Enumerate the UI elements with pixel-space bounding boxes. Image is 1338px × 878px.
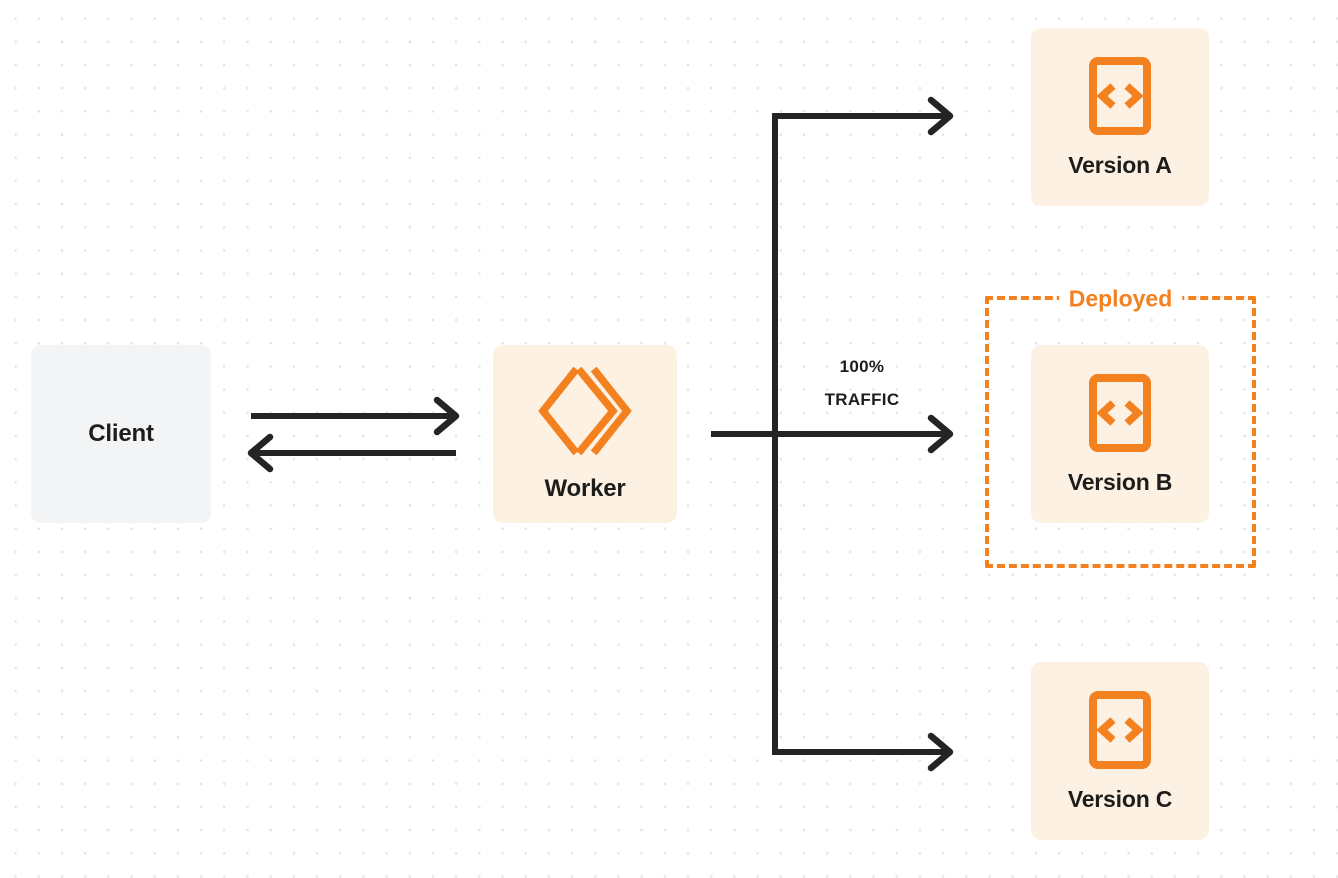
node-worker[interactable]: Worker bbox=[493, 345, 677, 523]
arrow-worker-to-version-b bbox=[711, 414, 954, 454]
node-client-label: Client bbox=[88, 420, 154, 447]
arrow-client-to-worker bbox=[251, 396, 460, 436]
node-version-c[interactable]: Version C bbox=[1031, 662, 1209, 840]
arrow-trunk-to-version-a bbox=[772, 96, 954, 136]
cloudflare-workers-logo-icon bbox=[537, 365, 633, 457]
code-file-icon bbox=[1088, 690, 1152, 770]
arrow-trunk-to-version-c bbox=[772, 732, 954, 772]
deployed-group-label: Deployed bbox=[1058, 287, 1183, 311]
node-version-a-label: Version A bbox=[1068, 151, 1172, 178]
code-file-icon bbox=[1088, 56, 1152, 136]
arrow-worker-to-client bbox=[247, 433, 456, 473]
deployed-group-boundary: Deployed bbox=[985, 287, 1256, 568]
node-version-a[interactable]: Version A bbox=[1031, 28, 1209, 206]
code-file-icon bbox=[1088, 373, 1152, 453]
node-worker-label: Worker bbox=[544, 475, 626, 502]
node-version-b-label: Version B bbox=[1067, 468, 1173, 495]
traffic-word: TRAFFIC bbox=[824, 390, 900, 410]
traffic-percent: 100% bbox=[839, 357, 885, 376]
traffic-label: 100% TRAFFIC bbox=[782, 350, 942, 416]
node-client[interactable]: Client bbox=[31, 345, 211, 523]
node-version-c-label: Version C bbox=[1067, 785, 1173, 812]
node-version-b[interactable]: Version B bbox=[1031, 345, 1209, 523]
